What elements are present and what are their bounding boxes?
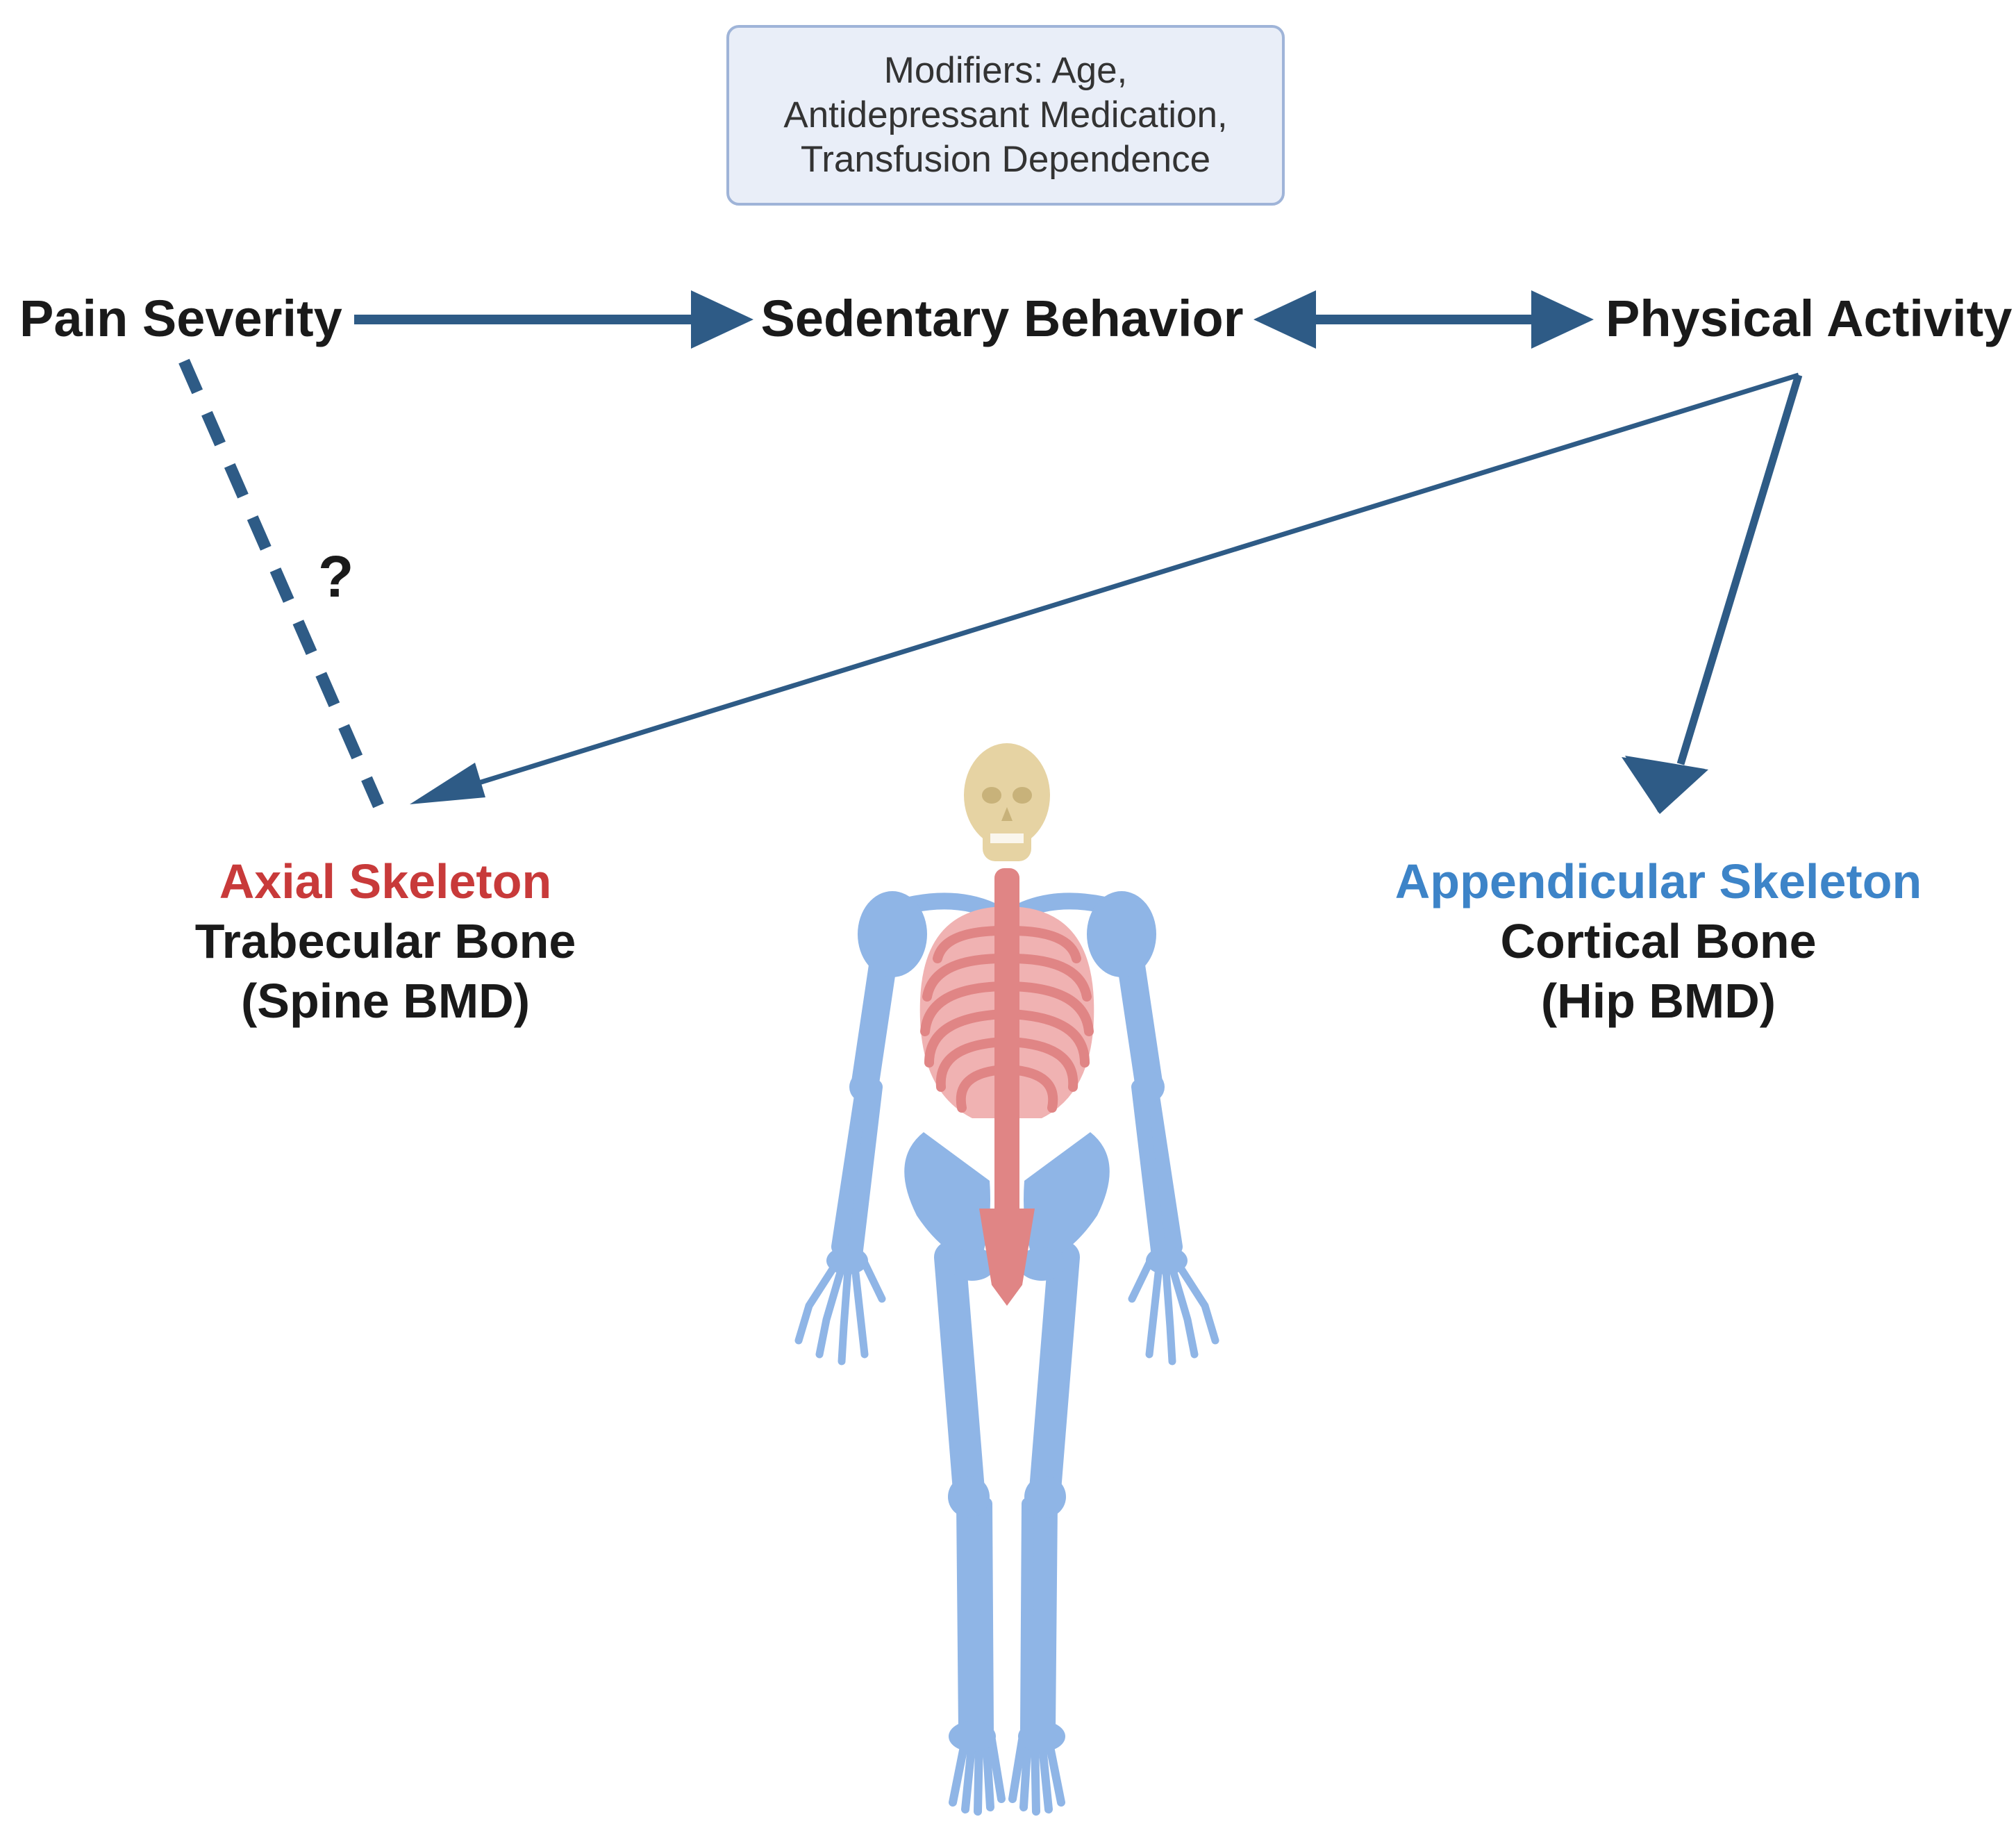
dashed-link-pain-to-axial [178,358,384,808]
modifiers-box: Modifiers: Age, Antidepressant Medicatio… [726,25,1285,206]
rib-cage [919,906,1094,1118]
appendicular-bone-type: Cortical Bone [1500,914,1817,968]
pelvis-bones [904,1132,1110,1281]
axial-measure: (Spine BMD) [240,974,531,1028]
appendicular-measure: (Hip BMD) [1540,974,1776,1028]
arrow-physical-to-axial [410,372,1800,804]
axial-title: Axial Skeleton [219,854,552,908]
shoulder-bones [858,891,1156,977]
arrow-pain-to-sedentary [354,290,753,349]
leg-bones [934,1241,1080,1742]
arrow-sedentary-physical-bidirectional [1253,290,1594,349]
node-sedentary-behavior: Sedentary Behavior [760,290,1244,347]
modifiers-text: Modifiers: Age, Antidepressant Medicatio… [783,50,1228,180]
uncertain-link-label: ? [318,544,354,609]
node-physical-activity: Physical Activity [1606,290,2013,347]
hand-bones [794,1252,1219,1366]
appendicular-skeleton-label: Appendicular Skeleton Cortical Bone (Hip… [1395,852,1922,1031]
arrow-physical-to-appendicular [1622,374,1803,814]
spine [979,868,1035,1306]
axial-bone-type: Trabecular Bone [194,914,576,968]
appendicular-title: Appendicular Skeleton [1394,854,1922,908]
axial-skeleton-label: Axial Skeleton Trabecular Bone (Spine BM… [195,852,576,1031]
human-skeleton-icon [794,743,1219,1816]
skull [964,743,1050,861]
joint-bones [826,1072,1188,1752]
node-pain-severity: Pain Severity [19,290,342,347]
